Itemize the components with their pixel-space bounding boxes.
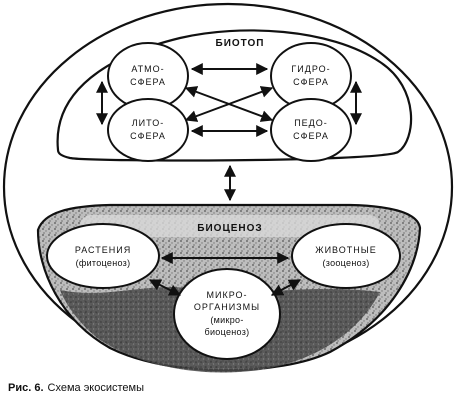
atmosphere-label-1: АТМО-: [131, 64, 164, 74]
arrow-plants-micro: [148, 279, 182, 296]
biocenosis-title: БИОЦЕНОЗ: [197, 223, 262, 234]
atmosphere-label-2: СФЕРА: [130, 77, 166, 87]
plants-node: [46, 223, 160, 289]
biocenosis-title-band: [80, 215, 380, 237]
animals-label-2: (зооценоз): [322, 258, 369, 268]
pedosphere-label-2: СФЕРА: [293, 131, 329, 141]
animals-node: [291, 223, 401, 289]
micro-label-3: (микро-: [210, 315, 243, 325]
animals-label-1: ЖИВОТНЫЕ: [315, 245, 376, 255]
hydrosphere-label-1: ГИДРО-: [291, 64, 330, 74]
plants-label-2: (фитоценоз): [76, 258, 131, 268]
ecosystem-diagram: БИОТОП АТМО- СФЕРА ГИДРО- СФЕРА ЛИТО- СФ…: [2, 2, 454, 373]
pedosphere-label-1: ПЕДО-: [294, 118, 328, 128]
hydrosphere-label-2: СФЕРА: [293, 77, 329, 87]
figure-caption-text: Схема экосистемы: [47, 382, 145, 394]
pedosphere-node: [270, 98, 352, 162]
figure-caption-label: Рис. 6.: [8, 382, 44, 394]
micro-label-2: ОРГАНИЗМЫ: [194, 302, 260, 312]
micro-label-1: МИКРО-: [206, 290, 247, 300]
figure-caption: Рис. 6.Схема экосистемы: [8, 382, 144, 394]
micro-label-4: биоценоз): [205, 327, 250, 337]
arrow-animals-micro: [270, 279, 302, 296]
arrow-litho-hydro: [184, 86, 274, 122]
lithosphere-label-2: СФЕРА: [130, 131, 166, 141]
biotope-title: БИОТОП: [216, 38, 265, 49]
lithosphere-node: [107, 98, 189, 162]
lithosphere-label-1: ЛИТО-: [132, 118, 164, 128]
microorganisms-node: [173, 268, 281, 360]
plants-label-1: РАСТЕНИЯ: [75, 245, 131, 255]
